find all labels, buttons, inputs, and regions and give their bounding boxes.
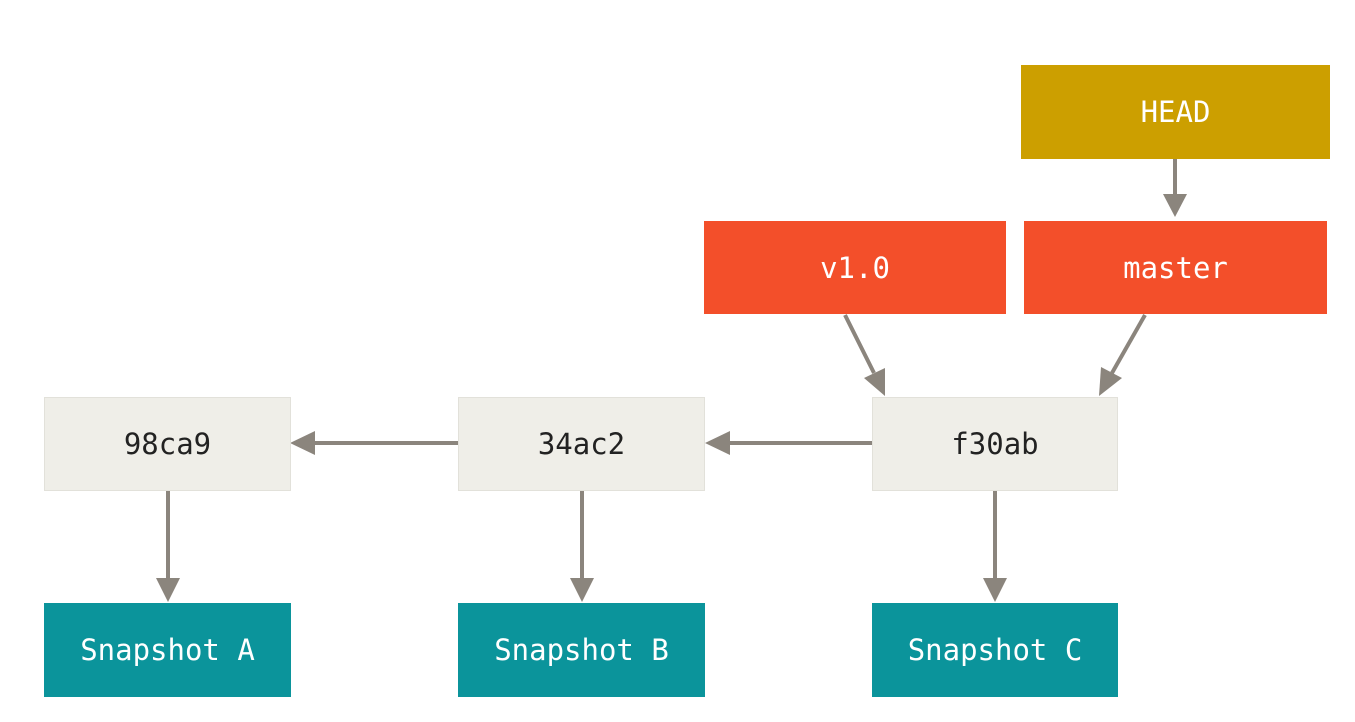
snapshot-label: Snapshot B [494,633,669,667]
snapshot-c: Snapshot C [872,603,1118,697]
commit-id: 98ca9 [123,427,212,461]
arrowhead-v1-to-f30ab [864,368,885,396]
commit-34ac2: 34ac2 [458,397,705,491]
arrowhead-34ac2-to-snapshot-b [570,578,594,602]
snapshot-label: Snapshot A [80,633,255,667]
commit-98ca9: 98ca9 [44,397,291,491]
arrowhead-head-to-master [1163,194,1187,217]
snapshot-a: Snapshot A [44,603,291,697]
edge-master-to-f30ab [1110,314,1147,374]
arrowhead-f30ab-to-34ac2 [705,431,730,455]
head-label: HEAD [1140,95,1211,129]
arrowhead-master-to-f30ab [1099,367,1122,396]
tag-v1-0: v1.0 [704,221,1006,314]
tag-label: v1.0 [820,250,890,285]
arrowhead-98ca9-to-snapshot-a [156,578,180,602]
branch-master: master [1024,221,1327,314]
branch-label: master [1123,250,1228,285]
snapshot-b: Snapshot B [458,603,705,697]
commit-id: 34ac2 [537,427,626,461]
snapshot-label: Snapshot C [907,633,1083,667]
arrowhead-34ac2-to-98ca9 [290,431,315,455]
commit-f30ab: f30ab [872,397,1118,491]
commit-id: f30ab [951,427,1039,461]
edge-v1-to-f30ab [843,314,876,374]
arrowhead-f30ab-to-snapshot-c [983,578,1007,602]
head-pointer: HEAD [1021,65,1330,159]
